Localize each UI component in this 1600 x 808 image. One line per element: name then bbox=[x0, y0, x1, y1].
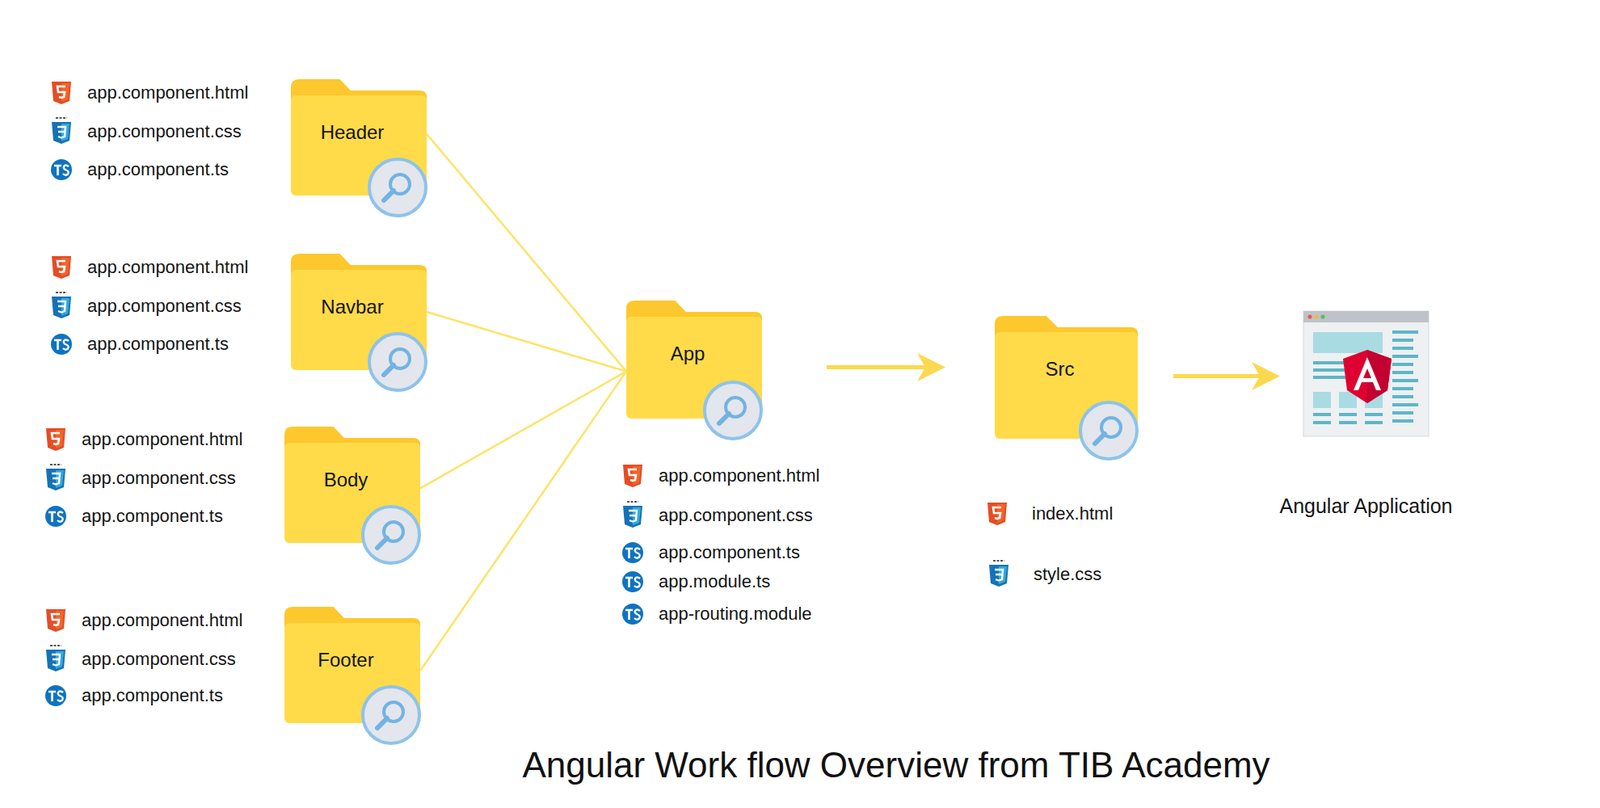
folder-name: App bbox=[670, 342, 706, 366]
folder-node: Src bbox=[994, 315, 1138, 439]
file-icon bbox=[987, 501, 1009, 527]
css-file-icon bbox=[989, 560, 1009, 587]
connector-line bbox=[420, 371, 627, 672]
file-name: app.component.html bbox=[87, 254, 249, 281]
html-file-icon bbox=[51, 256, 72, 279]
magnifier-icon bbox=[369, 333, 426, 391]
file-name: app.component.html bbox=[81, 607, 243, 634]
connector-line bbox=[426, 311, 627, 372]
html-file-icon bbox=[46, 609, 66, 632]
file-icon bbox=[51, 331, 73, 358]
ts-file-icon bbox=[50, 333, 72, 355]
connector-line bbox=[420, 371, 627, 489]
magnifier-icon bbox=[362, 686, 420, 744]
flow-arrow bbox=[826, 365, 942, 370]
magnifier-icon bbox=[369, 159, 426, 216]
file-name: style.css bbox=[1033, 561, 1102, 588]
ts-file-icon bbox=[45, 685, 67, 707]
file-name: app.component.ts bbox=[658, 539, 800, 566]
css-file-icon bbox=[46, 645, 66, 672]
file-name: index.html bbox=[1031, 501, 1113, 527]
file-name: app.component.css bbox=[87, 293, 242, 320]
folder-node: Navbar bbox=[290, 253, 427, 371]
file-name: app.component.html bbox=[87, 80, 249, 106]
application-label: Angular Application bbox=[1279, 494, 1453, 518]
file-name: app.module.ts bbox=[658, 568, 771, 595]
ts-file-icon bbox=[45, 505, 67, 527]
folder-name: Navbar bbox=[320, 295, 384, 319]
html-file-icon bbox=[987, 502, 1007, 526]
css-file-icon bbox=[623, 501, 643, 528]
file-icon bbox=[51, 156, 73, 183]
ts-file-icon bbox=[622, 603, 644, 625]
file-name: app.component.html bbox=[81, 426, 243, 453]
html-file-icon bbox=[51, 81, 72, 105]
folder-name: Footer bbox=[317, 648, 374, 672]
flow-arrow bbox=[1173, 374, 1276, 379]
folder-name: Src bbox=[1045, 357, 1075, 381]
ts-file-icon bbox=[622, 571, 644, 593]
browser-node: Angular Application bbox=[1303, 311, 1429, 437]
magnifier-icon bbox=[704, 382, 762, 439]
file-icon bbox=[46, 503, 68, 530]
connector-line bbox=[426, 134, 627, 372]
magnifier-icon bbox=[362, 506, 420, 564]
file-icon bbox=[623, 601, 645, 628]
file-icon bbox=[46, 426, 68, 453]
file-icon bbox=[623, 502, 645, 529]
file-name: app.component.css bbox=[81, 646, 236, 673]
file-icon bbox=[51, 118, 73, 145]
file-icon bbox=[51, 293, 73, 320]
ts-file-icon bbox=[50, 159, 72, 181]
file-icon bbox=[51, 254, 73, 281]
folder-node: App bbox=[626, 300, 763, 419]
file-name: app-routing.module bbox=[658, 601, 813, 628]
folder-node: Body bbox=[284, 426, 421, 544]
file-icon bbox=[989, 561, 1011, 588]
html-file-icon bbox=[623, 464, 643, 488]
file-name: app.component.ts bbox=[87, 331, 229, 358]
css-file-icon bbox=[46, 464, 66, 491]
file-name: app.component.css bbox=[87, 118, 242, 145]
magnifier-icon bbox=[1080, 402, 1137, 459]
css-file-icon bbox=[51, 292, 72, 319]
folder-name: Body bbox=[324, 468, 369, 492]
file-icon bbox=[46, 682, 68, 709]
file-name: app.component.html bbox=[658, 463, 820, 489]
file-name: app.component.ts bbox=[81, 682, 224, 709]
folder-name: Header bbox=[320, 121, 385, 144]
file-name: app.component.ts bbox=[87, 156, 229, 183]
file-icon bbox=[623, 539, 645, 566]
browser-illustration bbox=[1303, 311, 1429, 437]
folder-node: Footer bbox=[284, 606, 421, 724]
css-file-icon bbox=[51, 117, 72, 144]
file-icon bbox=[46, 646, 68, 673]
html-file-icon bbox=[46, 428, 66, 451]
file-icon bbox=[623, 463, 645, 489]
folder-node: Header bbox=[290, 79, 427, 196]
file-name: app.component.css bbox=[658, 502, 813, 529]
file-icon bbox=[51, 80, 73, 106]
file-name: app.component.css bbox=[81, 465, 236, 492]
angular-logo bbox=[1343, 349, 1392, 404]
ts-file-icon bbox=[622, 542, 644, 564]
file-icon bbox=[623, 568, 645, 595]
file-icon bbox=[46, 465, 68, 492]
browser-shape bbox=[1303, 311, 1429, 437]
file-name: app.component.ts bbox=[81, 503, 224, 530]
file-icon bbox=[46, 607, 68, 634]
diagram-title: Angular Work flow Overview from TIB Acad… bbox=[522, 745, 1270, 786]
